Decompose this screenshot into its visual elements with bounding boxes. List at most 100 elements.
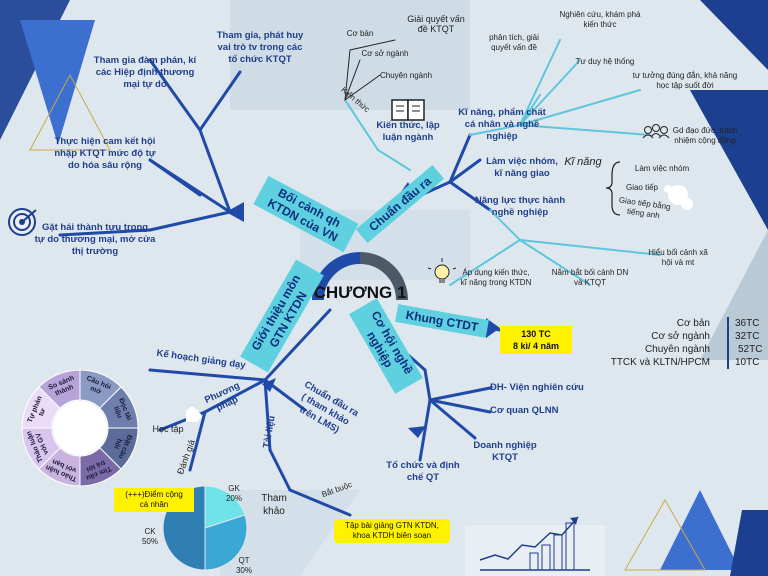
pie-slice-qt [204, 514, 248, 571]
arrowhead [262, 378, 276, 392]
connector-line [263, 378, 272, 452]
node-nam-bat[interactable]: Nắm bắt bối cảnh DN và KTQT [551, 268, 629, 287]
center-ring-arc [312, 252, 361, 301]
connector-line [519, 89, 641, 126]
connector-line [519, 239, 591, 286]
connector-line [448, 180, 492, 212]
connector-line [344, 49, 351, 101]
node-kien-thuc[interactable]: Kiến thức, lập luận ngành [376, 120, 440, 143]
credit-row: Chuyên ngành 52TC [590, 343, 765, 356]
node-co-ban[interactable]: Cơ bản [346, 29, 374, 38]
node-ap-dung[interactable]: Áp dụng kiến thức, kĩ năng trong KTDN [460, 268, 532, 287]
ring-center [53, 401, 107, 455]
connector-line [198, 128, 232, 214]
tag-tap-bai-giang: Tập bài giảng GTN KTDN, khoa KTDH biên s… [334, 519, 450, 543]
connector-line [377, 149, 411, 171]
credit-badge: 130 TC 8 kì/ 4 năm [500, 326, 572, 354]
credit-row: Cơ sở ngành 32TC [590, 330, 765, 343]
connector-line [148, 158, 202, 197]
label-ki-nang: Kĩ năng [564, 156, 602, 168]
node-to-chuc[interactable]: Tổ chức và định chế QT [386, 460, 460, 483]
credit-row-value: 36TC [735, 318, 760, 329]
pie-value-gk: 20% [225, 494, 242, 503]
connector-line [423, 368, 432, 402]
node-gat-hai[interactable]: Gặt hái thành tựu trong tự do thương mại… [34, 222, 156, 257]
connector-line [519, 94, 541, 126]
pie-slice-gk [204, 485, 246, 529]
node-gd-dao-duc[interactable]: Gd đạo đức, trách nhiệm cộng đồng [672, 126, 738, 145]
node-phan-tich[interactable]: phân tích, giải quyết vấn đề [489, 33, 539, 52]
credit-table: Cơ bản 36TC Cơ sở ngành 32TC Chuyên ngàn… [590, 317, 765, 369]
credit-divider [727, 317, 729, 369]
connector-line [58, 228, 152, 237]
connector-line [198, 70, 242, 132]
node-ki-nang-pham-chat[interactable]: Kĩ năng, phẩm chất cá nhân và nghề nghiệ… [458, 107, 546, 142]
connector-line [288, 488, 352, 517]
node-nghien-cuu[interactable]: Nghiên cứu, khám phá kiến thức [559, 10, 641, 29]
center-title: CHƯƠNG 1 [313, 283, 407, 302]
connector-line [188, 410, 207, 472]
connector-line [344, 59, 361, 101]
connector-line [268, 448, 292, 492]
connector-line [449, 239, 521, 286]
connector-line [428, 398, 492, 414]
pie-label-gk: GK [228, 484, 240, 493]
node-doanh-nghiep[interactable]: Doanh nghiệp KTQT [473, 440, 537, 463]
connector-line [203, 378, 267, 414]
connector-line [519, 239, 661, 256]
connector-line [489, 209, 521, 241]
credit-row: TTCK và KLTN/HPCM 10TC [590, 356, 765, 369]
credit-row: Cơ bản 36TC [590, 317, 765, 330]
connector-line [519, 39, 561, 126]
bracket-line [605, 161, 621, 216]
connector-line [448, 158, 482, 184]
node-phat-huy[interactable]: Tham gia, phát huy vai trò tv trong các … [216, 30, 304, 65]
connector-line [519, 59, 581, 126]
credit-row-value: 10TC [735, 357, 760, 368]
connector-line [344, 99, 379, 151]
node-hieu-boi-canh[interactable]: Hiểu bối cảnh xã hội và mt [648, 248, 708, 267]
node-hoc-tap[interactable]: Học tập [152, 424, 184, 434]
node-co-quan[interactable]: Cơ quan QLNN [490, 405, 559, 416]
arrowhead [408, 426, 426, 438]
node-nang-luc[interactable]: Năng lực thực hành nghề nghiệp [474, 195, 566, 218]
pie-label-qt: QT [238, 556, 250, 565]
node-tu-duy[interactable]: Tư duy hệ thống [575, 57, 635, 66]
credit-row-value: 52TC [738, 344, 763, 355]
node-chuyen-nganh[interactable]: Chuyên ngành [379, 71, 433, 80]
node-tham-khao[interactable]: Tham khảo [261, 493, 287, 517]
arrowhead [486, 318, 500, 338]
connector-line [519, 124, 651, 136]
connector-line [344, 74, 381, 101]
credit-row-label: TTCK và KLTN/HPCM [610, 357, 710, 368]
connector-line [148, 210, 232, 232]
arrowhead [226, 202, 244, 222]
node-cam-ket[interactable]: Thực hiện cam kết hội nhập KTQT mức độ t… [54, 136, 156, 171]
node-giao-tiep[interactable]: Giao tiếp [625, 183, 659, 192]
node-giai-quyet-ktqt[interactable]: Giải quyết vấn đề KTQT [407, 14, 465, 34]
node-tu-tuong[interactable]: tư tưởng đúng đắn, khả năng học tập suốt… [632, 71, 738, 90]
connector-line [428, 398, 477, 440]
tag-diem-cong: (+++)Điểm cộng cá nhân [114, 488, 194, 512]
pie-label-ck: CK [144, 527, 156, 536]
node-lam-viec-nhom-2[interactable]: Làm việc nhóm [634, 164, 690, 173]
connector-line [263, 308, 332, 382]
node-dam-phan[interactable]: Tham gia đàm phán, kí các Hiệp định thươ… [93, 55, 197, 90]
credit-row-label: Cơ bản [676, 318, 710, 329]
credit-row-label: Chuyên ngành [644, 344, 710, 355]
node-dh-vien[interactable]: ĐH- Viện nghiên cứu [490, 382, 584, 393]
connector-line [428, 386, 492, 402]
pie-value-ck: 50% [141, 537, 158, 546]
center-ring-arc [359, 252, 408, 301]
pie-value-qt: 30% [235, 566, 252, 575]
connector-line [148, 368, 267, 382]
connector-line [448, 133, 472, 184]
connector-line [469, 124, 521, 136]
node-co-so-nganh[interactable]: Cơ sở ngành [361, 49, 409, 58]
connector-line [418, 398, 432, 462]
node-lam-viec-nhom[interactable]: Làm việc nhóm, kĩ năng giao [486, 156, 558, 179]
